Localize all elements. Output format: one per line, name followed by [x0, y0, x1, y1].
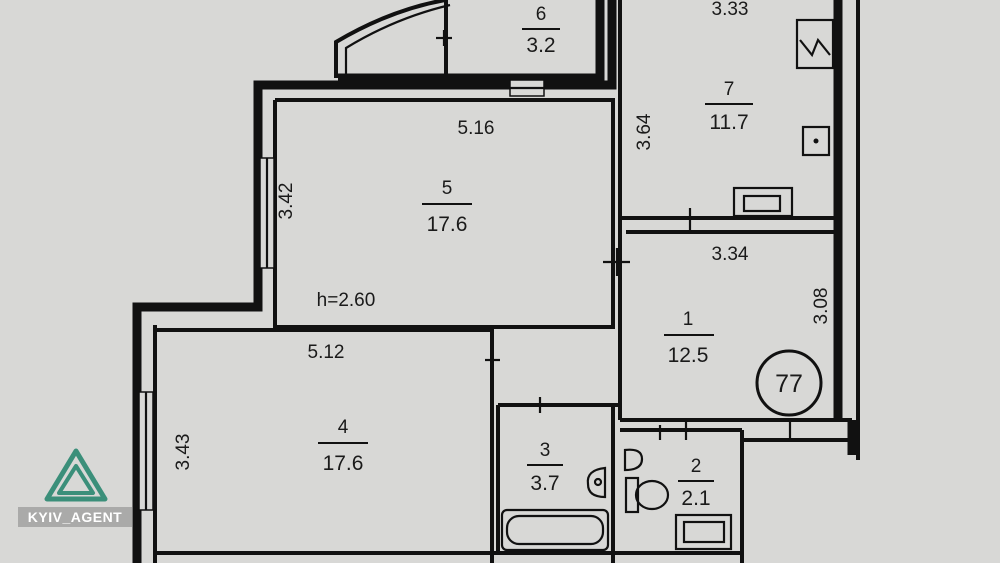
- stove-icon: [795, 18, 835, 70]
- room-3-area: 3.7: [530, 472, 559, 495]
- room-1-area: 12.5: [668, 344, 709, 367]
- door-marks: [436, 30, 792, 440]
- logo-triangle-icon: [44, 448, 108, 502]
- toilet-sink-icon: [623, 448, 644, 472]
- bathtub-icon: [500, 508, 610, 552]
- room-5-area: 17.6: [427, 213, 468, 236]
- room-2-area: 2.1: [681, 487, 710, 510]
- dim-kitchen-top: 3.33: [712, 0, 749, 20]
- unit-number: 77: [775, 370, 803, 398]
- room-6-area: 3.2: [526, 34, 555, 57]
- dim-room5-height: 3.42: [276, 183, 297, 220]
- room-7-area: 11.7: [709, 111, 748, 134]
- washbasin-icon: [586, 466, 607, 499]
- heater-icon: [674, 513, 733, 551]
- dim-room4-width: 5.12: [308, 342, 345, 363]
- dim-hall-width: 3.34: [712, 244, 749, 265]
- interior-walls: [153, 0, 852, 563]
- dim-room4-height: 3.43: [173, 434, 194, 471]
- room-5-number: 5: [442, 178, 453, 199]
- room-1-number: 1: [683, 309, 694, 330]
- toilet-tank-icon: [624, 476, 640, 514]
- room-labels: 6 3.2 7 11.7 5 17.6 1 12.5 4 17.6 3 3.7 …: [318, 4, 753, 510]
- outer-walls: [132, 0, 860, 563]
- ceiling-height: h=2.60: [317, 290, 376, 311]
- bathroom-fixtures: [500, 448, 733, 552]
- dim-hall-height: 3.08: [811, 288, 832, 325]
- room-6-number: 6: [536, 4, 547, 25]
- dimension-labels: 3.33 5.16 3.64 3.42 3.34 3.08 h=2.60 5.1…: [173, 0, 832, 470]
- toilet-bowl-icon: [634, 479, 670, 511]
- radiator-icon: [732, 186, 794, 218]
- balcony-outline: [334, 0, 451, 78]
- room-3-number: 3: [540, 440, 551, 461]
- room-4-area: 17.6: [323, 452, 364, 475]
- dim-room5-width: 5.16: [458, 118, 495, 139]
- room-4-number: 4: [338, 417, 349, 438]
- agency-logo: KYIV_AGENT: [18, 448, 132, 527]
- dim-kitchen-side: 3.64: [634, 113, 655, 150]
- room-2-number: 2: [691, 456, 702, 477]
- kitchen-fixtures: [732, 18, 835, 218]
- unit-number-badge: 77: [755, 349, 823, 417]
- room-7-number: 7: [724, 79, 735, 100]
- windows: [138, 79, 545, 511]
- sink-icon: [801, 125, 831, 157]
- logo-text: KYIV_AGENT: [28, 509, 122, 525]
